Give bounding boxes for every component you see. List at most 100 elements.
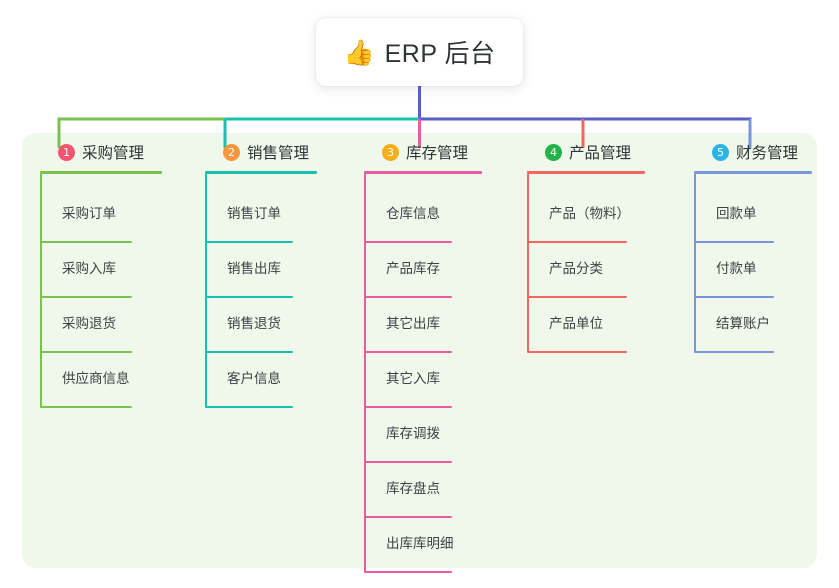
branch-item-underline: [364, 406, 452, 408]
branch-item-label: 其它出库: [386, 316, 440, 331]
branch-item-label: 库存调拨: [386, 426, 440, 441]
branch-title: 采购管理: [82, 145, 145, 162]
branch-item[interactable]: 客户信息: [205, 353, 317, 408]
branch-item-label: 其它入库: [386, 371, 440, 386]
branch-item-underline: [694, 241, 774, 243]
branch-items: 销售订单销售出库销售退货客户信息: [205, 174, 317, 408]
branch-title: 产品管理: [569, 145, 632, 162]
branch-item-underline: [205, 351, 293, 353]
branch-item[interactable]: 产品（物料）: [527, 188, 645, 243]
branch-item-underline: [205, 241, 293, 243]
branch-item-label: 产品（物料）: [549, 206, 630, 221]
branch-item-label: 采购订单: [62, 206, 116, 221]
branch-item[interactable]: 采购退货: [40, 298, 162, 353]
branch-items: 仓库信息产品库存其它出库其它入库库存调拨库存盘点出库库明细: [364, 174, 482, 573]
branch-spine: [527, 174, 529, 352]
branch-item-label: 客户信息: [227, 371, 281, 386]
branch-item[interactable]: 出库库明细: [364, 518, 482, 573]
branch-column-2: 2 销售管理销售订单销售出库销售退货客户信息: [205, 133, 317, 408]
branch-item-label: 产品单位: [549, 316, 603, 331]
branch-item-label: 仓库信息: [386, 206, 440, 221]
thumbs-up-icon: 👍: [343, 38, 375, 67]
branch-underline: [40, 171, 162, 174]
branch-item-underline: [364, 571, 452, 573]
branch-items: 产品（物料） 产品分类产品单位: [527, 174, 645, 353]
branch-item-label: 库存盘点: [386, 481, 440, 496]
branch-item-label: 采购退货: [62, 316, 116, 331]
branch-column-1: 1 采购管理采购订单采购入库采购退货供应商信息: [40, 133, 162, 408]
branch-item-underline: [364, 516, 452, 518]
branch-number-badge: 2: [223, 143, 240, 161]
branch-item-label: 产品分类: [549, 261, 603, 276]
branch-item-underline: [364, 461, 452, 463]
branch-item-label: 销售退货: [227, 316, 281, 331]
branch-item[interactable]: 产品单位: [527, 298, 645, 353]
root-node-label: ERP 后台: [384, 40, 496, 68]
branch-columns: 1 采购管理采购订单采购入库采购退货供应商信息 2 销售管理销售订单销售出库销售退货客…: [22, 133, 817, 573]
branch-item-underline: [527, 241, 627, 243]
branch-item-label: 产品库存: [386, 261, 440, 276]
branch-column-5: 5 财务管理回款单付款单结算账户: [694, 133, 812, 353]
branch-number-badge: 1: [58, 143, 75, 161]
branch-item-underline: [364, 351, 452, 353]
branch-item-underline: [694, 351, 774, 353]
branch-item-label: 出库库明细: [386, 536, 454, 551]
branch-item[interactable]: 供应商信息: [40, 353, 162, 408]
branch-item-underline: [40, 296, 132, 298]
branch-item-underline: [527, 296, 627, 298]
branch-spine: [205, 174, 207, 407]
branch-items: 采购订单采购入库采购退货供应商信息: [40, 174, 162, 408]
branch-item-label: 结算账户: [716, 316, 770, 331]
branch-item-underline: [694, 296, 774, 298]
branch-underline: [694, 171, 812, 174]
branch-item-underline: [527, 351, 627, 353]
branch-item-label: 销售出库: [227, 261, 281, 276]
branch-item[interactable]: 付款单: [694, 243, 812, 298]
branch-title: 销售管理: [247, 145, 310, 162]
branch-item-underline: [40, 351, 132, 353]
branch-item[interactable]: 销售订单: [205, 188, 317, 243]
branch-header-5[interactable]: 5 财务管理: [694, 133, 812, 171]
branch-item-underline: [40, 406, 132, 408]
branch-item-underline: [364, 241, 452, 243]
branch-item[interactable]: 回款单: [694, 188, 812, 243]
branch-item[interactable]: 结算账户: [694, 298, 812, 353]
branch-title: 财务管理: [736, 145, 799, 162]
branch-number-badge: 5: [712, 143, 729, 161]
branch-item[interactable]: 产品分类: [527, 243, 645, 298]
branch-item[interactable]: 库存盘点: [364, 463, 482, 518]
branch-item-underline: [205, 406, 293, 408]
branch-item[interactable]: 其它出库: [364, 298, 482, 353]
root-node[interactable]: 👍 ERP 后台: [316, 18, 523, 86]
branch-item[interactable]: 库存调拨: [364, 408, 482, 463]
branch-item[interactable]: 仓库信息: [364, 188, 482, 243]
branch-header-2[interactable]: 2 销售管理: [205, 133, 317, 171]
branch-item-label: 供应商信息: [62, 371, 130, 386]
branch-item-label: 采购入库: [62, 261, 116, 276]
branch-underline: [205, 171, 317, 174]
branch-item-label: 付款单: [716, 261, 757, 276]
branches-panel: [22, 133, 817, 568]
branch-underline: [527, 171, 645, 174]
branch-number-badge: 3: [382, 143, 399, 161]
branch-item-label: 销售订单: [227, 206, 281, 221]
branch-item-underline: [40, 241, 132, 243]
branch-item-underline: [364, 296, 452, 298]
branch-item[interactable]: 销售退货: [205, 298, 317, 353]
branch-item[interactable]: 采购入库: [40, 243, 162, 298]
branch-spine: [364, 174, 366, 572]
branch-item[interactable]: 其它入库: [364, 353, 482, 408]
branch-item-underline: [205, 296, 293, 298]
branch-items: 回款单付款单结算账户: [694, 174, 812, 353]
branch-item-label: 回款单: [716, 206, 757, 221]
branch-item[interactable]: 销售出库: [205, 243, 317, 298]
branch-item[interactable]: 采购订单: [40, 188, 162, 243]
branch-spine: [694, 174, 696, 352]
branch-header-1[interactable]: 1 采购管理: [40, 133, 162, 171]
branch-item[interactable]: 产品库存: [364, 243, 482, 298]
